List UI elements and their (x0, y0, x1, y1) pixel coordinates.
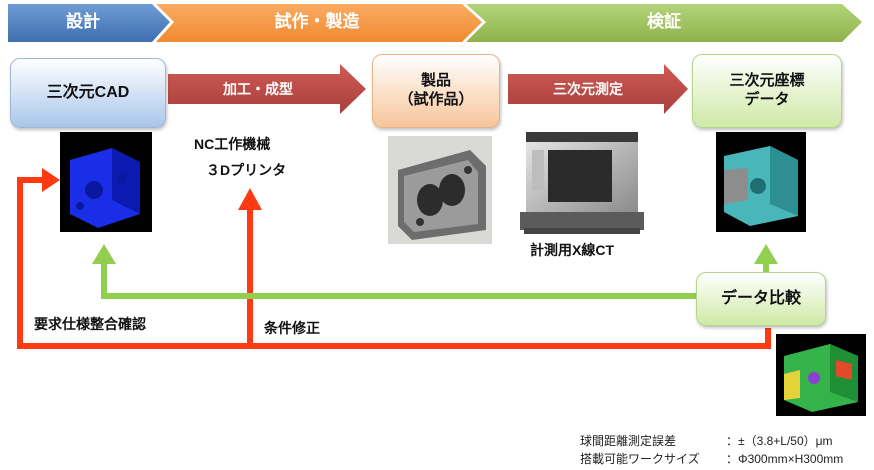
measurement-arrow (508, 64, 688, 114)
phase-label-prototype: 試作・製造 (274, 12, 360, 31)
red-arrowhead-cad (42, 168, 60, 192)
cad-box: 三次元CAD (10, 58, 166, 128)
coordinate-data-line1: 三次元座標 (729, 72, 805, 90)
data-comparison-label: データ比較 (720, 290, 801, 307)
coordinate-data-line2: データ (744, 91, 790, 108)
condition-correction-label: 条件修正 (264, 320, 320, 336)
3d-printer-label: ３Dプリンタ (206, 162, 287, 178)
phase-chevron-design (8, 4, 170, 42)
xray-ct-label: 計測用X線CT (530, 242, 614, 258)
spec-row1-value: ：±（3.8+L/50）μm (726, 434, 833, 448)
feedback-loop-red (17, 177, 771, 349)
green-arrowhead-coord (754, 244, 778, 264)
green-arrowhead-cad (92, 244, 116, 264)
nc-machine-label: NC工作機械 (194, 136, 271, 152)
machining-arrow-label: 加工・成型 (223, 81, 293, 97)
red-arrowhead-machine (238, 188, 262, 210)
spec-row2-label: 搭載可能ワークサイズ (580, 452, 700, 466)
measurement-arrow-label: 三次元測定 (553, 81, 623, 97)
phase-label-verification: 検証 (647, 12, 681, 31)
product-box: 製品 （試作品） (372, 54, 500, 128)
phase-label-design: 設計 (66, 12, 100, 31)
comparison-result-image (776, 334, 866, 416)
data-comparison-box: データ比較 (696, 272, 826, 326)
xray-ct-machine-image (520, 132, 644, 234)
coordinate-data-box: 三次元座標 データ (692, 54, 842, 128)
machining-arrow (168, 64, 366, 114)
product-photo (388, 136, 492, 244)
product-box-line1: 製品 (420, 72, 451, 90)
phase-chevron-prototype (156, 4, 482, 42)
cad-box-label: 三次元CAD (46, 84, 130, 101)
coordinate-data-image (716, 132, 806, 232)
product-box-line2: （試作品） (398, 91, 474, 108)
phase-chevron-verification (466, 4, 862, 42)
spec-row1-label: 球間距離測定誤差 (580, 434, 677, 448)
requirements-check-label: 要求仕様整合確認 (34, 316, 146, 332)
cad-model-image (60, 132, 152, 232)
feedback-loop-green (101, 262, 769, 299)
spec-row2-value: ：Φ300mm×H300mm (726, 452, 844, 466)
